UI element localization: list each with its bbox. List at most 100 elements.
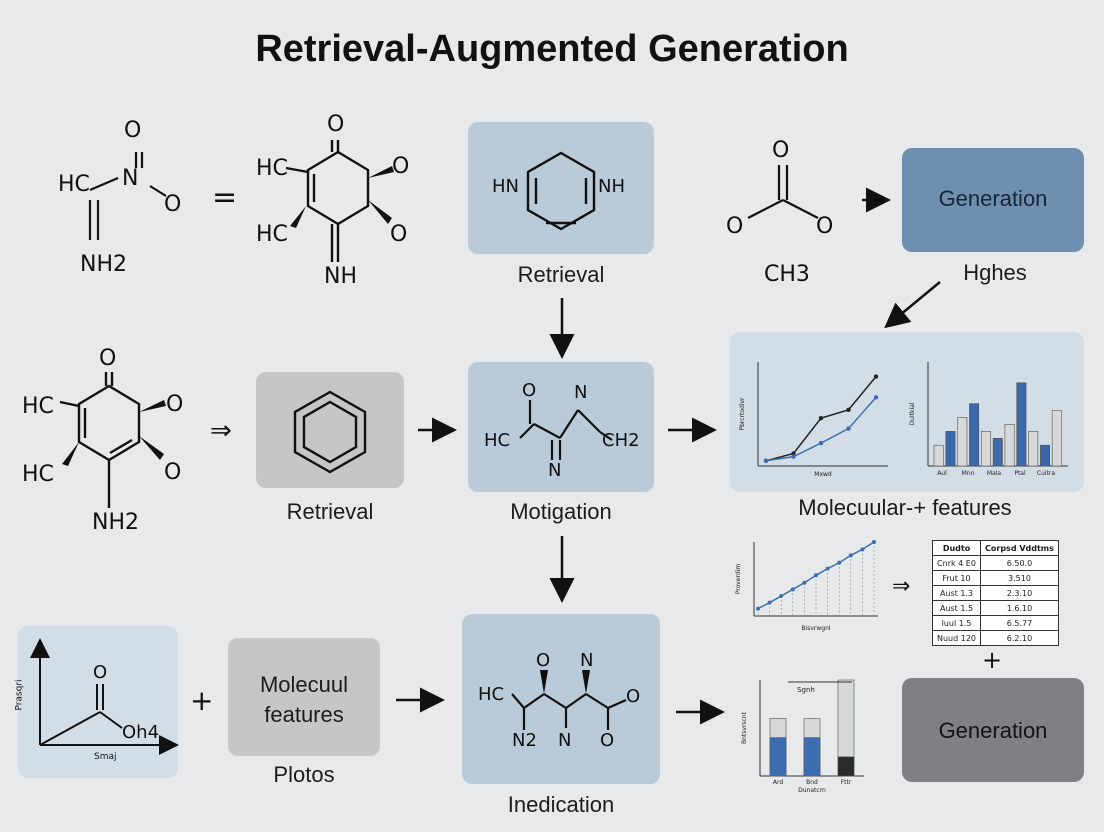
pyrazine-hn: HN (492, 176, 519, 197)
nitro-nh2: NH2 (80, 252, 127, 277)
chart3-point (825, 566, 830, 571)
chart4-bar-lower (837, 756, 855, 777)
pyrazine-ring (526, 151, 596, 231)
ind-hc: HC (478, 684, 505, 705)
chart1-point (846, 407, 851, 413)
mot-ch2: CH2 (602, 430, 640, 451)
flow-arrows (396, 187, 941, 725)
table-cell: 2.3.10 (980, 585, 1059, 601)
chart3-x-label: Bisvrwgnl (801, 625, 830, 632)
retrieval-mid-label: Retrieval (286, 499, 374, 524)
chart1-x-label: Mxwd (814, 471, 832, 478)
chart1-y-label: Pbrcrtodlvr (739, 397, 746, 431)
table-cell: 6.50.0 (980, 555, 1059, 571)
chart4-tick-label: Bnd (806, 779, 818, 786)
nitro-o-right: O (164, 192, 182, 217)
chart1-point (791, 451, 796, 456)
generation-bottom-box: Generation (902, 678, 1084, 782)
chart2-bar (1051, 410, 1062, 467)
carbonate-o-top: O (772, 138, 790, 163)
chart4-x-label: Dunatcrn (798, 787, 826, 794)
inedication-box (462, 614, 660, 784)
chart1-point (873, 395, 879, 400)
carbonate-o-right: O (816, 214, 834, 239)
table-cell: Frut 10 (931, 570, 982, 586)
chart1-point (873, 374, 879, 379)
table-header-row: Dudto Corpsd Vddtms (931, 540, 1059, 556)
qmid-o1: O (166, 392, 184, 417)
chart2-tick-label: Mnn (962, 470, 975, 477)
mot-hc: HC (484, 430, 511, 451)
nitro-n: N (122, 166, 139, 191)
retrieval-top-box (468, 122, 654, 254)
generation-bottom-label: Generation (938, 718, 1048, 743)
chart2-bar (945, 431, 956, 467)
mot-n-bottom: N (548, 460, 562, 481)
indication-mol-bonds (511, 693, 627, 730)
chart3-point (814, 573, 818, 578)
quinone-top-ring (285, 140, 370, 262)
chart2-bar (1004, 424, 1015, 467)
chart1-point (818, 440, 824, 446)
chart2-tick-label: Mala (987, 470, 1002, 477)
chart2-bar (992, 437, 1003, 467)
table-cell: 6.5.77 (980, 615, 1059, 631)
ind-n2: N2 (512, 730, 537, 751)
benzene-ring (293, 390, 367, 474)
chart2-tick-label: Cuitra (1037, 470, 1055, 477)
plus-right: + (982, 646, 1003, 674)
chart1-point (846, 426, 851, 431)
plot-o: O (93, 662, 108, 683)
table-header: Corpsd Vddtms (980, 540, 1059, 556)
carbonate-bonds (747, 165, 819, 219)
retrieval-top-label: Retrieval (517, 262, 605, 287)
inedication-label: Inedication (507, 792, 615, 817)
chart3-point (848, 553, 853, 558)
chart4-title: Sgnh (797, 686, 815, 694)
chart2-y-label: Dultkial (909, 402, 916, 425)
chart2-bar (957, 417, 968, 467)
generation-top-box: Generation (902, 148, 1084, 252)
chart2-tick-label: Ptal (1014, 470, 1026, 477)
nitro-hc: HC (58, 172, 90, 197)
motigation-label: Motigation (510, 499, 612, 524)
chart2-bar (933, 444, 944, 467)
qtop-o1: O (392, 154, 410, 179)
indication-mol-wedges (540, 670, 590, 694)
ind-o3: O (600, 730, 615, 751)
table-cell: Nuud 120 (931, 630, 982, 646)
qtop-hc2: HC (256, 222, 288, 247)
motigation-mol-bonds (519, 400, 613, 460)
nitro-molecule-bonds (88, 152, 167, 240)
chart4-bar-lower (803, 737, 821, 777)
table-cell: Cnrk 4 E0 (931, 555, 982, 571)
chart2-bar (969, 403, 980, 467)
qtop-o2: O (390, 222, 408, 247)
chart4-bar-lower (769, 737, 787, 777)
line-chart-features: Mxwd Pbrcrtodlvr (739, 362, 888, 478)
ind-o2: O (626, 686, 641, 707)
qtop-hc1: HC (256, 156, 288, 181)
chart3-y-label: Proverdim (735, 564, 742, 595)
table-cell: 6.2.10 (980, 630, 1059, 646)
chart2-bar (1040, 444, 1050, 467)
table-cell: Aust 1.3 (931, 585, 982, 601)
chart4-y-label: Bntsvrscnt (741, 711, 748, 744)
diagram-title: Retrieval-Augmented Generation (255, 28, 849, 70)
chart1-point (763, 458, 769, 463)
table-cell: Aust 1.5 (931, 600, 982, 616)
chart4-tick-label: Fttr (841, 779, 852, 786)
hghes-label: Hghes (963, 260, 1027, 285)
chart3-point (790, 587, 795, 592)
chart3-point (802, 580, 807, 585)
qmid-o2: O (164, 460, 182, 485)
